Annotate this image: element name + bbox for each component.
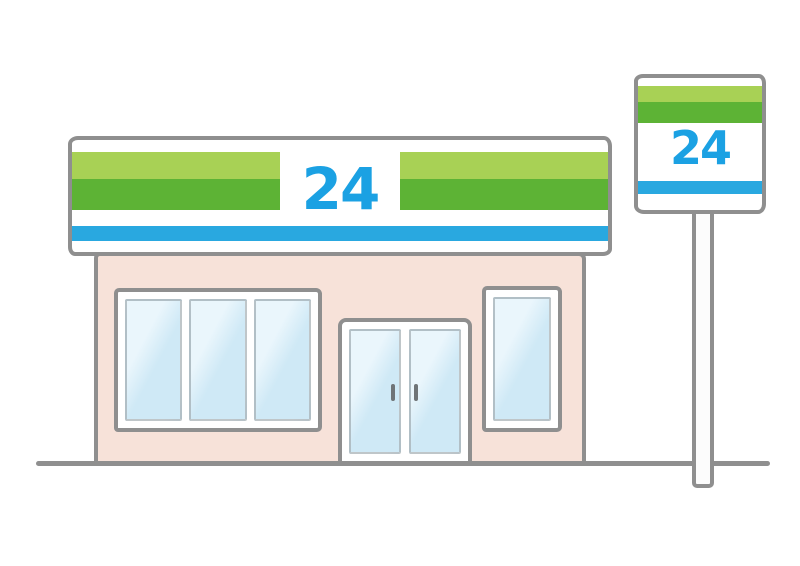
left-window-pane-3 [253,299,311,421]
door-handle-left [391,384,395,401]
door-handle-right [414,384,418,401]
left-window-pane-1 [125,299,183,421]
fascia-hours-badge: 24 [280,140,400,224]
pole-sign-hours-text: 24 [669,121,732,175]
fascia-stripe-blue [72,226,608,241]
left-window [114,288,322,432]
pole-sign-stripe-green [638,102,762,123]
entrance-door [338,318,472,465]
pole-sign-stripe-light-green [638,86,762,102]
storefront-hours-text: 24 [301,155,381,223]
right-window [482,286,562,432]
pole-sign-stripe-blue [638,181,762,194]
pole-sign-board: 24 [634,74,766,214]
right-window-pane [493,297,551,421]
storefront-sign-band: 24 [68,136,612,256]
left-window-pane-2 [189,299,247,421]
